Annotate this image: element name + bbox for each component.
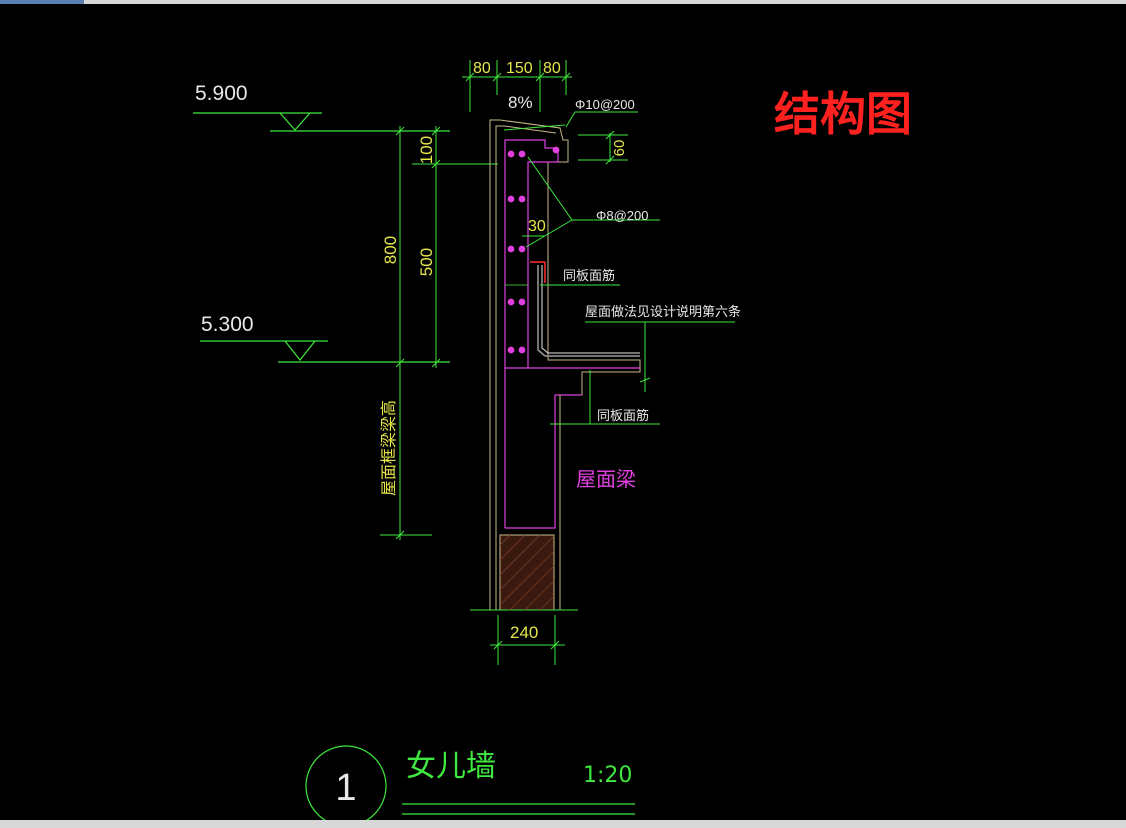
rebar-side-note: Φ8@200 — [596, 208, 649, 223]
dim-top-150: 150 — [506, 60, 533, 77]
rebar-top-note: Φ10@200 — [575, 97, 635, 112]
roof-beam-label: 屋面梁 — [576, 467, 636, 491]
detail-scale: 1:20 — [583, 763, 632, 788]
dim-chain-top — [462, 60, 572, 112]
dim-chain-left — [380, 126, 498, 540]
dim-240-label: 240 — [510, 623, 538, 642]
level-marker-top — [193, 112, 450, 132]
level-marker-mid — [200, 340, 450, 363]
dim-800: 800 — [381, 236, 400, 264]
slab-bar-note-1: 同板面筋 — [563, 268, 615, 283]
window-bottom-strip — [0, 820, 1126, 828]
dim-100: 100 — [417, 136, 436, 164]
slab-bar-note-2: 同板面筋 — [597, 408, 649, 423]
roof-method-note: 屋面做法见设计说明第六条 — [585, 304, 741, 319]
dim-30: 30 — [528, 218, 546, 235]
rebar-dots — [507, 146, 560, 354]
drawing-title: 结构图 — [774, 87, 912, 141]
level-mid-label: 5.300 — [201, 313, 254, 336]
detail-name: 女儿墙 — [406, 749, 496, 784]
masonry-hatch — [499, 534, 555, 611]
active-tab-indicator — [0, 0, 84, 4]
window-top-strip — [0, 0, 1126, 4]
parapet-section — [470, 119, 641, 611]
slope-label: 8% — [508, 93, 533, 112]
dim-500: 500 — [417, 248, 436, 276]
annotation-leaders — [503, 111, 735, 425]
dim-60: 60 — [611, 140, 628, 157]
detail-number: 1 — [335, 767, 356, 809]
dim-top-80-right: 80 — [543, 60, 561, 77]
detail-caption — [305, 745, 635, 827]
dim-beam-height: 屋面框梁梁高 — [380, 400, 398, 496]
level-top-label: 5.900 — [195, 82, 248, 105]
dim-top-80-left: 80 — [473, 60, 491, 77]
dim-240 — [490, 615, 565, 665]
